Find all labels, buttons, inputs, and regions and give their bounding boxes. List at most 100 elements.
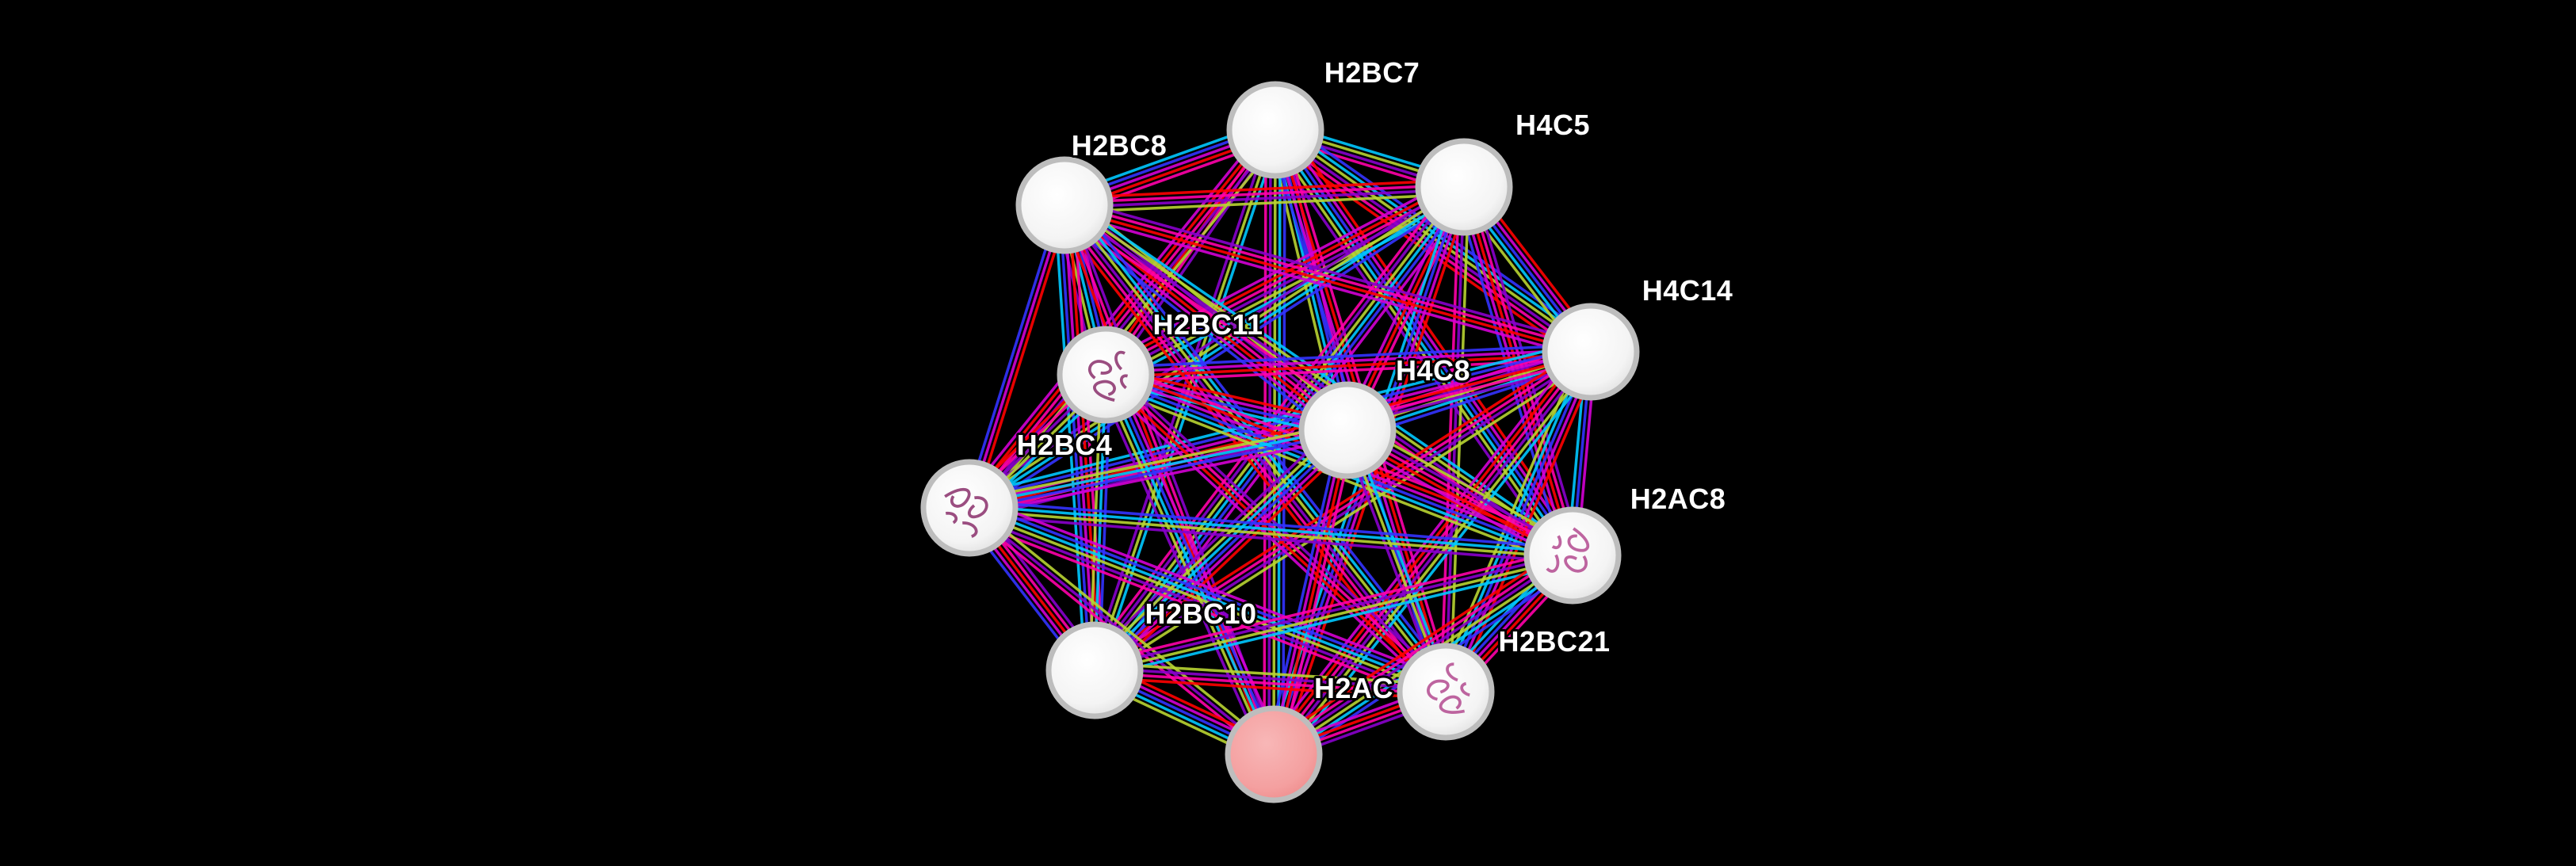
edge-H4C8-H2BC10 [1091, 427, 1347, 670]
edge-H4C5-H2BC4 [969, 188, 1466, 511]
node-label-H4C14[interactable]: H4C14 [1640, 272, 1735, 309]
edge-H2BC11-H2BC21 [1109, 368, 1452, 688]
node-label-H2BC8[interactable]: H2BC8 [1069, 127, 1169, 164]
node-H2BC21[interactable] [1397, 643, 1495, 741]
edge-H2BC11-H2BC21 [1106, 372, 1449, 692]
edge-H2BC8-H2BC4 [968, 204, 1066, 509]
node-circle[interactable] [1415, 138, 1513, 236]
edge-H2BC11-H2AC [1108, 372, 1280, 753]
edge-H4C14-H2BC11 [1106, 357, 1592, 383]
edge-H2BC8-H2BC10 [1053, 205, 1087, 671]
edge-H4C14-H2BC11 [1106, 353, 1592, 379]
edge-H2BC8-H2AC8 [1068, 198, 1578, 551]
node-circle[interactable] [1015, 156, 1114, 254]
edge-H2BC4-H2AC8 [969, 499, 1573, 550]
edge-H2BC8-H4C14 [1063, 206, 1591, 356]
protein-structure-icon [1427, 662, 1470, 714]
edge-H4C8-H2AC [1275, 430, 1351, 756]
node-H2BC7[interactable] [1226, 81, 1324, 179]
node-label-H2BC21[interactable]: H2BC21 [1496, 623, 1612, 660]
node-label-H2BC10[interactable]: H2BC10 [1142, 595, 1259, 632]
node-H4C8[interactable] [1298, 381, 1397, 479]
edge-H2BC11-H2BC10 [1093, 374, 1107, 671]
node-H2BC4[interactable] [920, 459, 1019, 557]
edge-H4C8-H2AC [1265, 428, 1342, 753]
edge-H2BC11-H2BC10 [1088, 374, 1103, 670]
edge-H4C14-H2BC4 [965, 338, 1588, 498]
node-circle[interactable] [920, 459, 1019, 557]
edge-H4C5-H2BC4 [967, 184, 1464, 507]
edge-H2BC8-H2BC4 [963, 203, 1061, 507]
node-label-H2AC[interactable]: H2AC [1312, 670, 1396, 707]
edge-H2BC10-H2BC21 [1094, 671, 1446, 696]
edge-H2BC8-H2BC10 [1063, 204, 1096, 671]
node-circle[interactable] [1397, 643, 1495, 741]
edge-H4C8-H2AC [1279, 431, 1356, 757]
edge-H4C8-H2BC10 [1085, 420, 1340, 663]
node-label-H2BC11[interactable]: H2BC11 [1150, 306, 1265, 343]
edge-H4C5-H2BC4 [972, 192, 1469, 516]
node-label-H4C5[interactable]: H4C5 [1513, 106, 1592, 143]
edge-H4C5-H2BC8 [1064, 178, 1464, 200]
edge-H2BC4-H2AC8 [969, 513, 1573, 564]
node-H2AC8[interactable] [1523, 506, 1622, 605]
edge-H2BC4-H2BC21 [973, 495, 1451, 682]
edge-H4C8-H2BC4 [970, 436, 1350, 517]
label-layer: H2BC7H4C5H2BC8H4C14H2BC11H4C8H2BC4H2AC8H… [1015, 54, 1735, 707]
edge-H4C14-H2BC11 [1105, 343, 1591, 369]
node-circle[interactable] [1045, 621, 1144, 719]
edge-H2BC7-H2BC4 [961, 123, 1270, 503]
edge-H2BC8-H2AC8 [1064, 202, 1575, 555]
node-H2BC8[interactable] [1015, 156, 1114, 254]
edge-H2BC4-H2BC21 [969, 504, 1447, 691]
edge-H2BC10-H2BC21 [1095, 662, 1447, 686]
edge-H2BC7-H2AC8 [1272, 130, 1572, 558]
edge-H4C14-H2AC [1274, 352, 1594, 757]
edge-H2BC8-H2BC10 [1058, 205, 1091, 671]
edge-H2AC8-H2AC [1269, 548, 1569, 750]
protein-structure-icon [1087, 350, 1129, 402]
edge-H2BC11-H2AC [1095, 378, 1267, 759]
edge-H2AC8-H2BC10 [1095, 556, 1574, 674]
node-label-H4C8[interactable]: H4C8 [1393, 352, 1473, 389]
edge-H4C8-H2BC10 [1098, 434, 1354, 677]
node-circle[interactable] [1542, 303, 1640, 401]
edge-H2BC4-H2AC8 [969, 509, 1573, 559]
edge-H2BC4-H2BC21 [971, 499, 1449, 687]
node-H4C5[interactable] [1415, 138, 1513, 236]
edge-H2BC4-H2AC [971, 502, 1278, 752]
node-H4C14[interactable] [1542, 303, 1640, 401]
edge-H4C8-H2AC [1270, 429, 1347, 754]
edge-H4C8-H2BC4 [967, 422, 1347, 502]
node-layer [920, 81, 1640, 803]
node-circle[interactable] [1523, 506, 1622, 605]
node-H2AC[interactable] [1225, 705, 1323, 803]
edge-H4C5-H2BC11 [1102, 179, 1462, 370]
edge-H4C14-H2BC10 [1092, 349, 1591, 670]
edge-H2BC4-H2AC8 [969, 504, 1573, 555]
edge-H4C14-H2BC11 [1105, 348, 1591, 374]
edge-H4C5-H2BC11 [1103, 183, 1464, 374]
node-label-H2BC7[interactable]: H2BC7 [1322, 54, 1422, 91]
edge-H4C5-H2BC8 [1064, 183, 1464, 204]
node-H2BC11[interactable] [1057, 326, 1155, 424]
edge-H2BC8-H2AC8 [1062, 206, 1573, 559]
protein-structure-icon [944, 487, 988, 538]
node-circle-highlighted[interactable] [1225, 705, 1323, 803]
edge-H4C14-H2BC10 [1097, 357, 1596, 678]
node-circle[interactable] [1298, 381, 1397, 479]
edge-H4C14-H2AC [1282, 358, 1602, 763]
edge-H2BC8-H4C14 [1062, 210, 1590, 361]
node-circle[interactable] [1226, 81, 1324, 179]
node-label-H2BC4[interactable]: H2BC4 [1015, 426, 1114, 464]
node-label-H2AC8[interactable]: H2AC8 [1628, 480, 1728, 517]
edge-H2BC4-H2BC21 [966, 513, 1444, 700]
edge-H4C8-H2BC10 [1102, 437, 1357, 681]
edge-H4C5-H2BC8 [1064, 188, 1465, 209]
node-circle[interactable] [1057, 326, 1155, 424]
edge-H2AC8-H2BC10 [1092, 547, 1572, 665]
edge-H2AC8-H2BC10 [1095, 561, 1575, 679]
node-H2BC10[interactable] [1045, 621, 1144, 719]
